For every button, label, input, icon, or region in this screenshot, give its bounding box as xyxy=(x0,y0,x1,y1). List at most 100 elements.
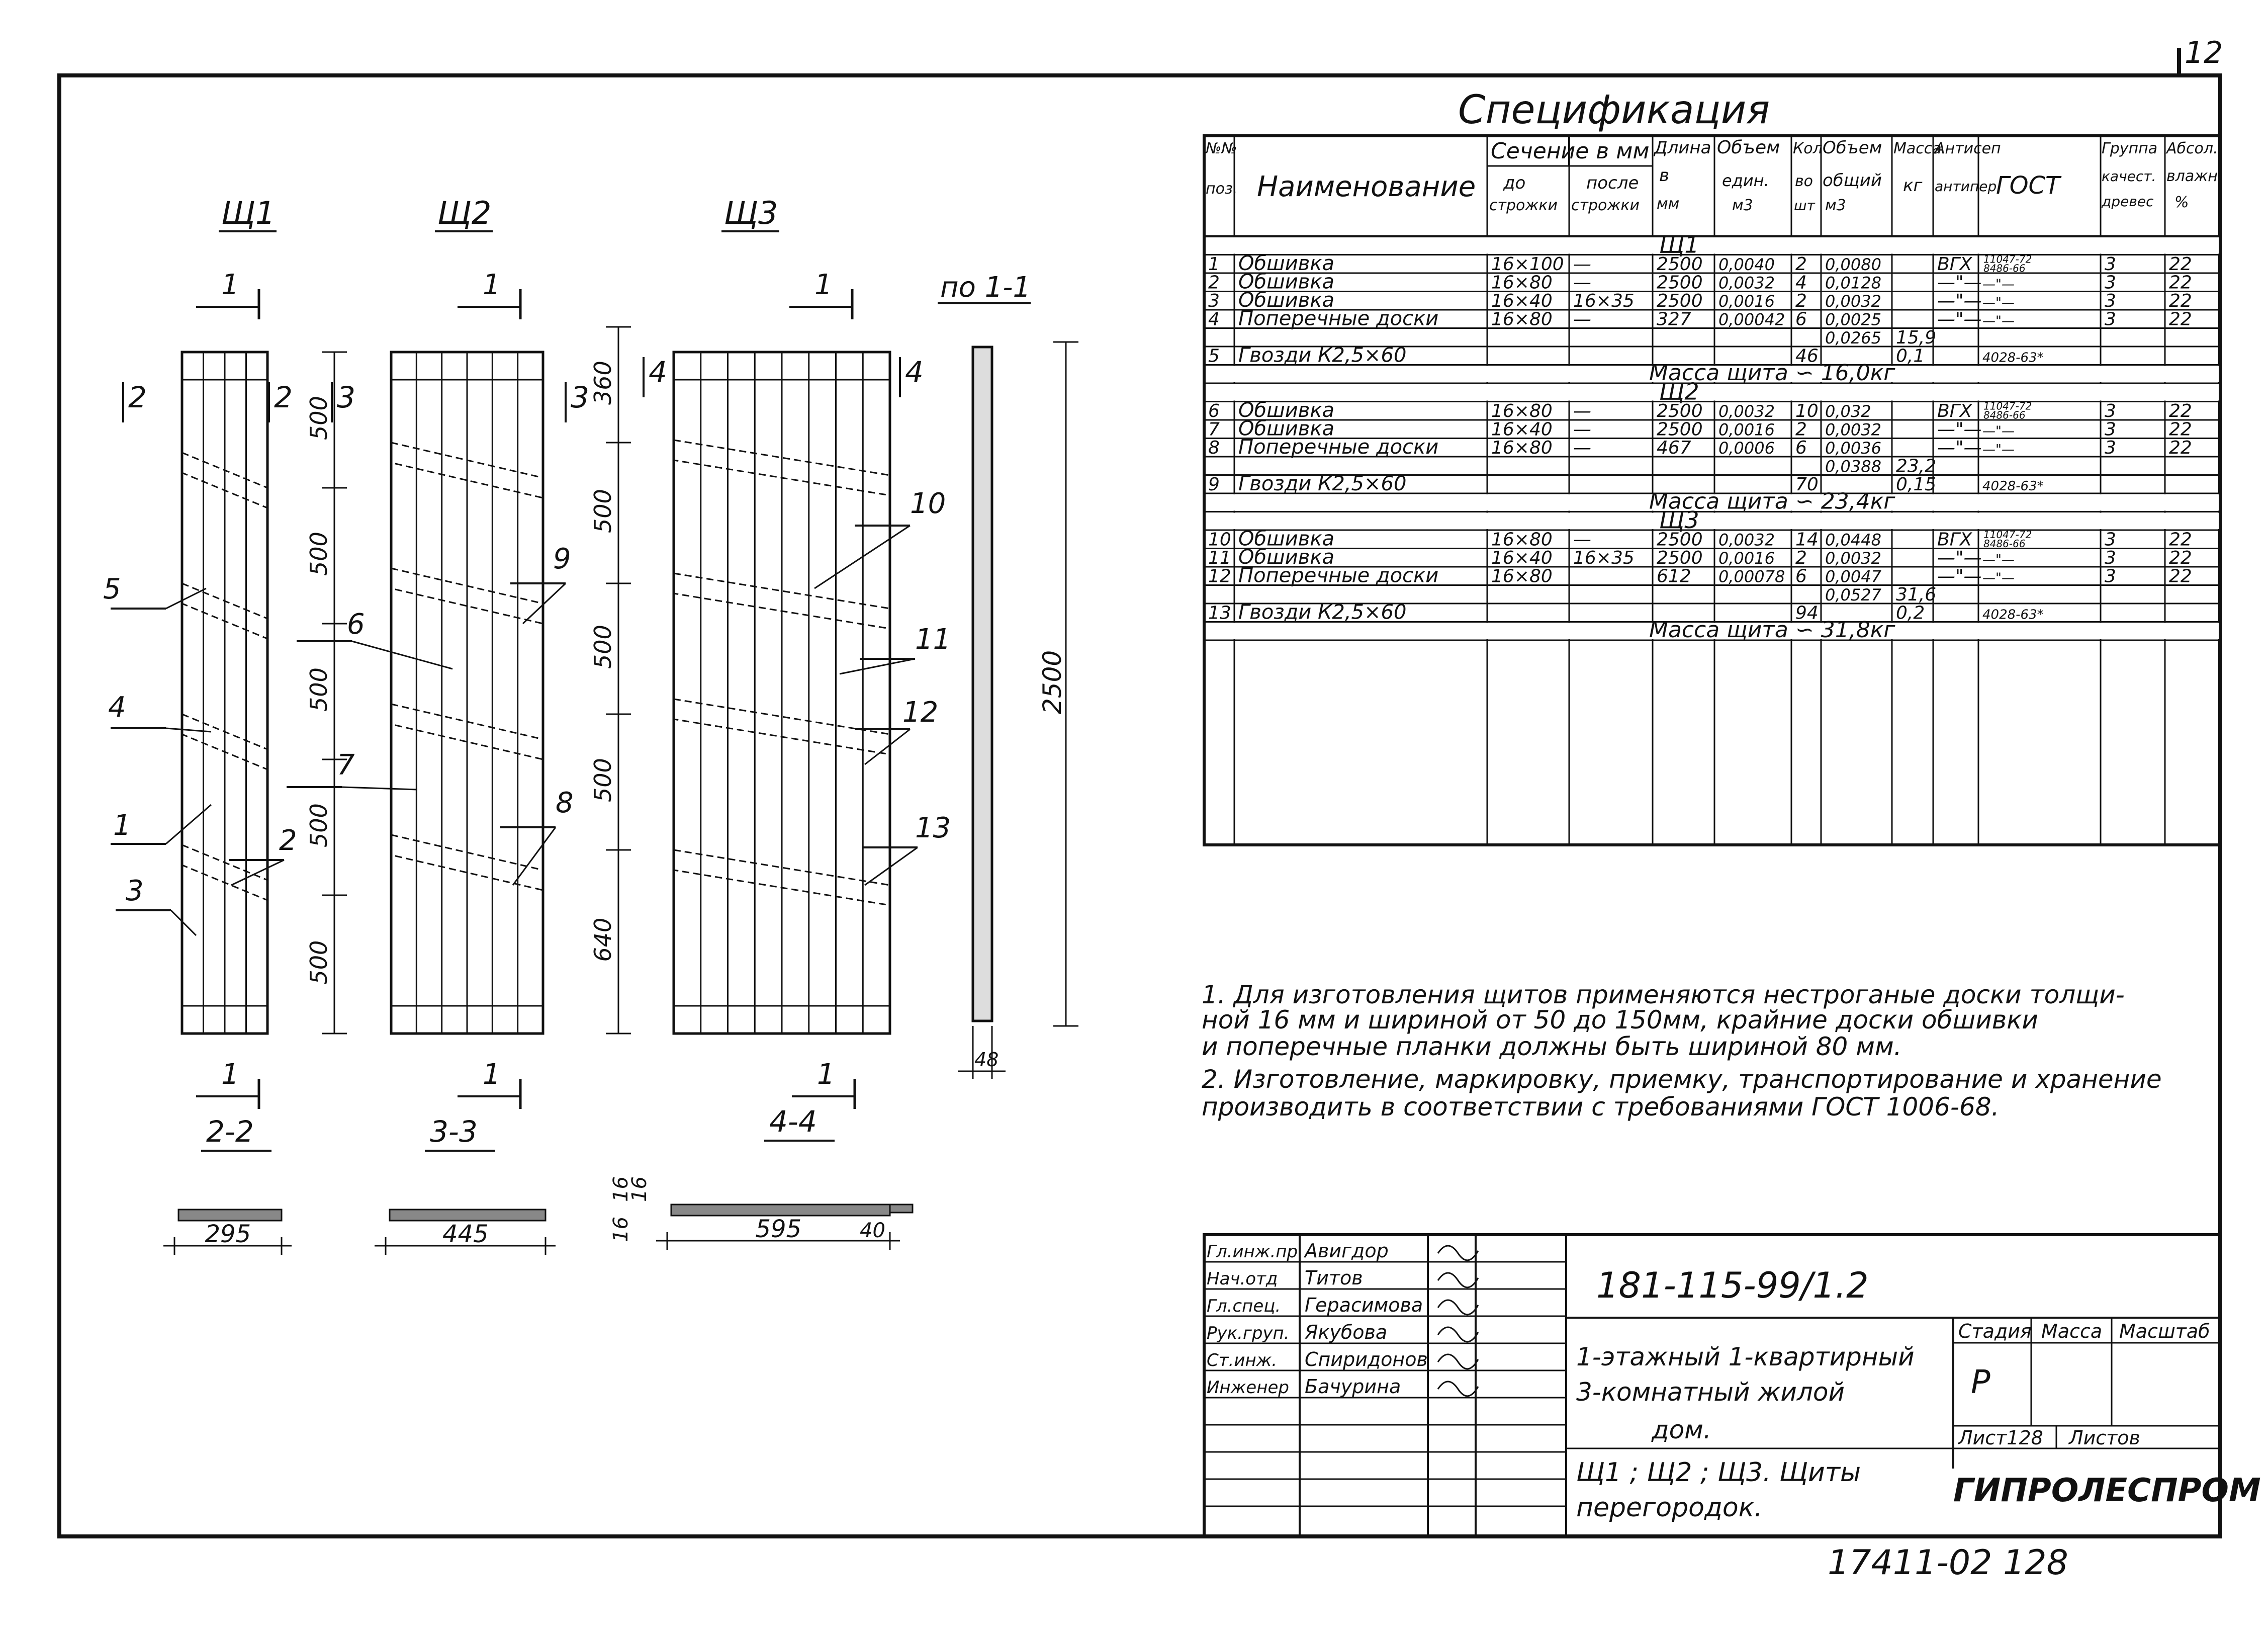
cell-grp: 3 xyxy=(2105,273,2116,293)
cell-n: 9 xyxy=(1208,474,1220,495)
cell-n: 6 xyxy=(1208,401,1220,421)
cell-moist: 22 xyxy=(2169,548,2192,568)
callout-leader xyxy=(351,640,453,670)
tb-stage: Р xyxy=(1971,1364,1990,1401)
cell-vt: 0,0032 xyxy=(1825,549,1881,568)
cell-gost: —"— xyxy=(1982,277,2015,292)
header-vt2: общий xyxy=(1823,170,1882,191)
callout-label: 3 xyxy=(126,875,144,907)
dim-16: 16 xyxy=(609,1217,632,1242)
callout-leader xyxy=(512,827,557,886)
cell-moist: 22 xyxy=(2169,566,2192,587)
crossboard xyxy=(181,843,268,902)
dim-40: 40 xyxy=(860,1219,885,1242)
callout-leader xyxy=(170,909,197,936)
cell-len: 2500 xyxy=(1657,548,1703,568)
cell-qty: 6 xyxy=(1795,566,1807,587)
cell-gost: —"— xyxy=(1982,314,2015,329)
cell-gost: —"— xyxy=(1982,295,2015,310)
cell-name: Обшивка xyxy=(1238,528,1334,551)
header-after: после xyxy=(1586,173,1639,193)
cell-n: 3 xyxy=(1208,291,1220,311)
callout-leader xyxy=(839,658,916,675)
group-total: Масса щита ∽ 23,4кг xyxy=(1649,489,1895,514)
cell-ant: —"— xyxy=(1937,566,1982,587)
header-section: Сечение в мм xyxy=(1491,138,1650,164)
footer-number: 17411-02 128 xyxy=(1828,1543,2068,1583)
cross-section-strip xyxy=(177,1209,283,1222)
crossboard xyxy=(181,451,268,509)
cell-moist: 22 xyxy=(2169,401,2192,421)
cell-n: 7 xyxy=(1208,419,1220,440)
header-vu2: един. xyxy=(1722,171,1769,190)
cell-vt: 0,0032 xyxy=(1825,292,1881,311)
section-mark: 1 xyxy=(221,269,239,301)
cell-before: 16×80 xyxy=(1491,401,1553,421)
merged-row-mask xyxy=(1206,384,2219,401)
tb-scale-header: Масштаб xyxy=(2119,1320,2210,1342)
crossboard xyxy=(673,572,891,630)
cell-len: 2500 xyxy=(1657,401,1703,421)
cell-len: 612 xyxy=(1657,566,1691,587)
panel-label: Щ3 xyxy=(724,195,778,231)
cell-vt: 0,0080 xyxy=(1825,255,1881,274)
header-mass2: кг xyxy=(1903,176,1923,196)
note-line: 1. Для изготовления щитов применяются не… xyxy=(1202,980,2125,1009)
cell-grp: 3 xyxy=(2105,530,2116,550)
tb-sheet-title: Щ1 ; Щ2 ; Щ3. Щиты xyxy=(1576,1457,1861,1488)
group-title: Щ3 xyxy=(1659,506,1699,534)
header-vt3: м3 xyxy=(1825,197,1846,214)
cell-moist: 22 xyxy=(2169,419,2192,440)
header-length3: мм xyxy=(1657,195,1679,213)
section-mark-side: 2 xyxy=(128,380,147,414)
section-mark: 1 xyxy=(221,1058,239,1091)
section-mark-side: 2 xyxy=(274,380,293,414)
callout-leader xyxy=(814,525,911,589)
header-before: до xyxy=(1503,173,1525,193)
cell-vt: 0,0265 xyxy=(1825,328,1881,348)
callout-label: 12 xyxy=(902,696,938,729)
cell-mass: 0,15 xyxy=(1896,474,1936,495)
header-before2: строжки xyxy=(1489,197,1558,214)
panel-label: Щ2 xyxy=(437,195,491,231)
cell-vu: 0,0032 xyxy=(1718,274,1775,293)
cell-name: Обшивка xyxy=(1238,271,1334,294)
header-vu: Объем xyxy=(1717,137,1780,158)
tb-name: Спиридонов xyxy=(1305,1348,1428,1370)
cell-name: Гвозди К2,5×60 xyxy=(1238,472,1406,495)
tb-role: Нач.отд xyxy=(1207,1269,1278,1289)
group-total: Масса щита ∽ 31,8кг xyxy=(1649,617,1895,643)
header-moist2: влажн. xyxy=(2166,167,2222,185)
panel-2 xyxy=(390,351,545,1035)
title-block: Гл.инж.прНач.отдГл.спец.Рук.груп.Ст.инж.… xyxy=(1203,1233,2261,1538)
header-vu3: м3 xyxy=(1732,197,1753,214)
dim-text: 500 xyxy=(589,758,616,802)
panel-1 xyxy=(180,351,269,1035)
note-line: 2. Изготовление, маркировку, приемку, тр… xyxy=(1202,1065,2162,1094)
cell-n: 10 xyxy=(1208,530,1231,550)
cell-before: 16×80 xyxy=(1491,530,1553,550)
tb-org: ГИПРОЛЕСПРОМ xyxy=(1953,1472,2261,1509)
cell-mass: 15,9 xyxy=(1896,327,1936,348)
cell-vu: 0,0032 xyxy=(1718,531,1775,550)
callout-leader xyxy=(522,582,567,625)
crossboard xyxy=(390,703,544,760)
cell-gost: 11047-72 xyxy=(1983,253,2032,266)
callout-label: 8 xyxy=(556,787,574,819)
callout-leader xyxy=(864,846,918,886)
cell-n: 5 xyxy=(1208,346,1220,367)
cell-grp: 3 xyxy=(2105,548,2116,568)
spec-border xyxy=(1203,134,2222,846)
signature-scribble xyxy=(1437,1381,1479,1397)
tb-project: 1-этажный 1-квартирный xyxy=(1576,1342,1915,1371)
dim-text: 500 xyxy=(305,532,332,576)
cell-qty: 2 xyxy=(1795,254,1807,275)
cell-before: 16×40 xyxy=(1491,419,1553,440)
cell-ant: ВГХ xyxy=(1937,530,1973,550)
cell-mass: 31,6 xyxy=(1896,584,1936,605)
dim-total: 2500 xyxy=(1038,650,1067,714)
cell-name: Гвозди К2,5×60 xyxy=(1238,601,1406,624)
cell-moist: 22 xyxy=(2169,273,2192,293)
section-mark-side: 4 xyxy=(649,355,667,389)
cell-after: — xyxy=(1573,419,1591,440)
